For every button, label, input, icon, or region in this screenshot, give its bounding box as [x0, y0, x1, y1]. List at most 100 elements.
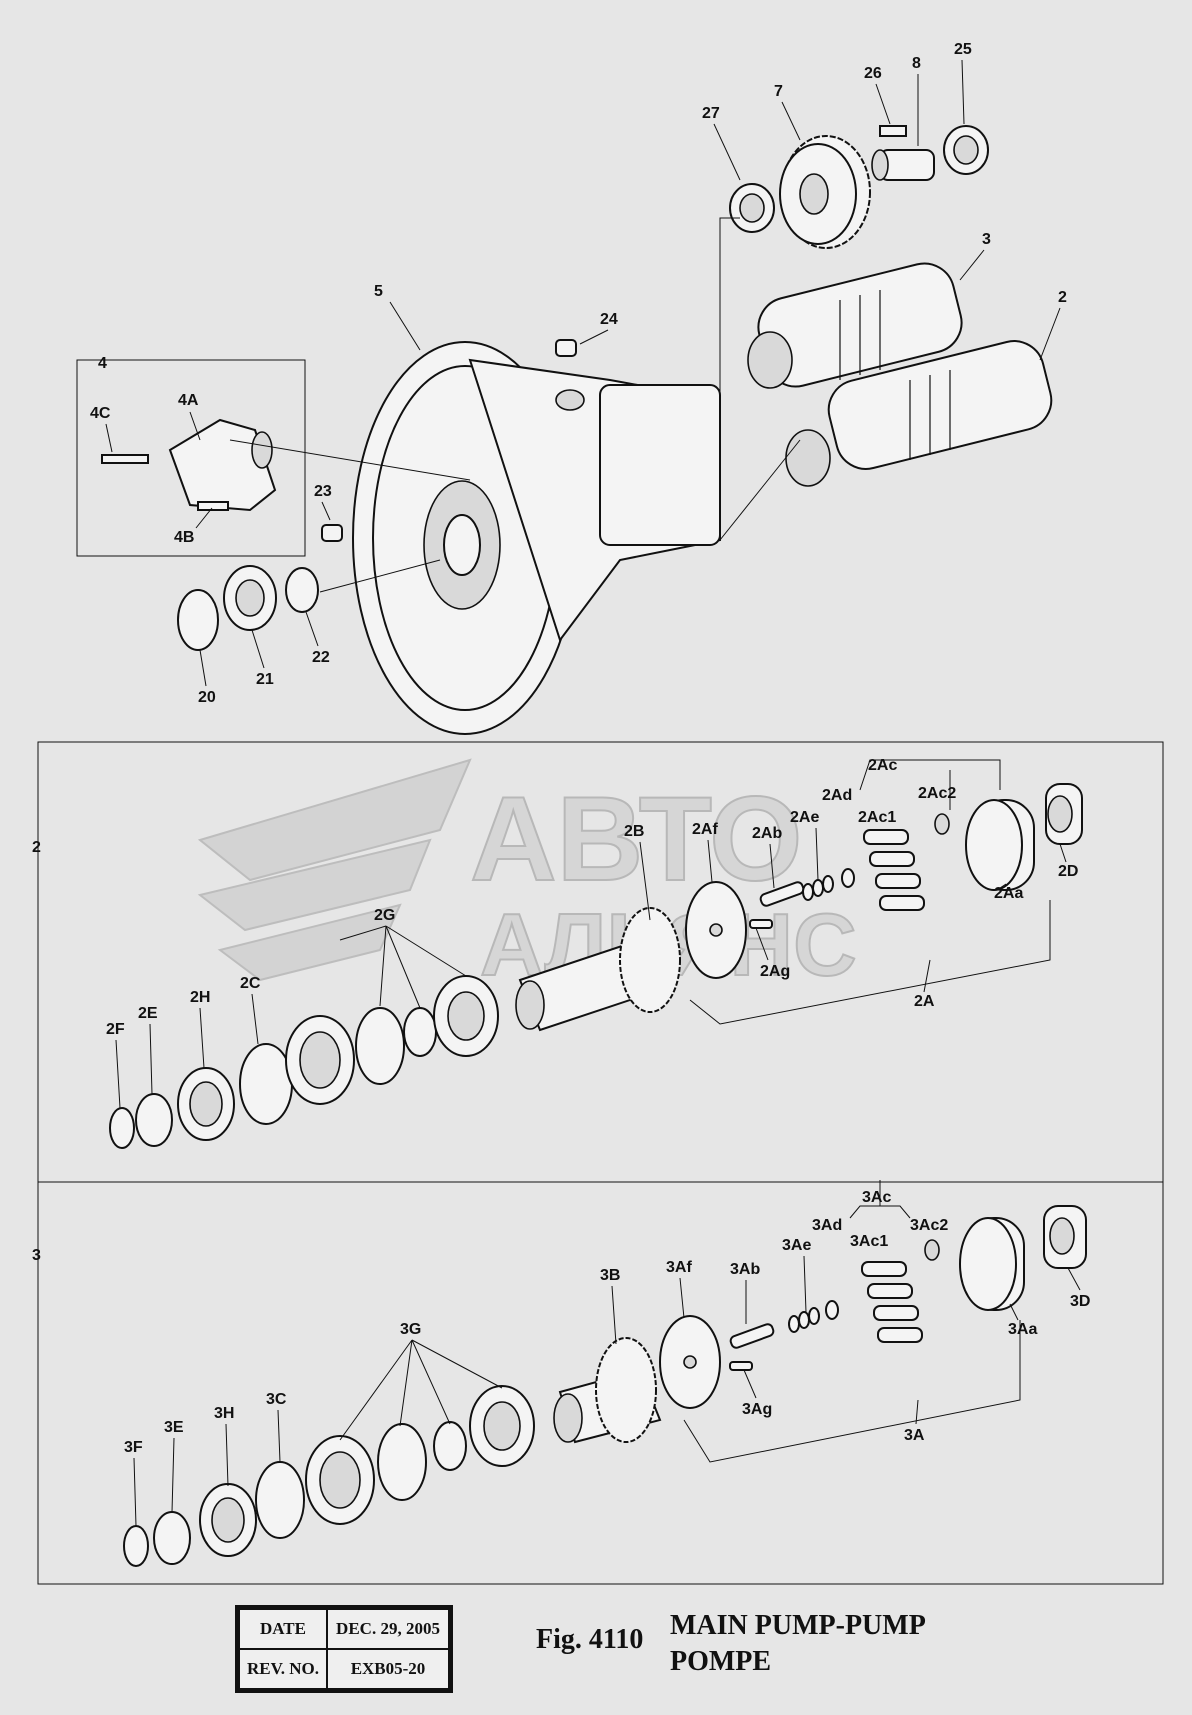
- bearing-3H: [199, 1483, 257, 1557]
- section-2-label: 2: [32, 839, 41, 856]
- watermark-wing-3: [217, 903, 402, 982]
- label-2E: 2E: [138, 1005, 158, 1022]
- label-25: 25: [954, 41, 972, 58]
- label-8: 8: [912, 55, 921, 72]
- label-4: 4: [98, 355, 107, 372]
- label-2G: 2G: [374, 907, 395, 924]
- label-3Af: 3Af: [666, 1259, 692, 1276]
- label-4B: 4B: [174, 529, 194, 546]
- cylinder-block-3Aa: [959, 1217, 1025, 1311]
- label-20: 20: [198, 689, 216, 706]
- rev-label: REV. NO.: [238, 1648, 328, 1690]
- label-21: 21: [256, 671, 274, 688]
- watermark: АВТО АЛЬЯНС: [197, 758, 858, 995]
- bearing-3G-1: [305, 1435, 375, 1525]
- label-2C: 2C: [240, 975, 261, 992]
- ring-3G-2: [377, 1423, 427, 1501]
- watermark-wing-1: [197, 758, 472, 882]
- label-3Ac2: 3Ac2: [910, 1217, 948, 1234]
- ring-3G-3: [433, 1421, 467, 1471]
- label-3C: 3C: [266, 1391, 287, 1408]
- top-assembly: [76, 125, 1053, 735]
- drive-shaft-3B: [553, 1337, 662, 1444]
- pistons-2Ac1: [863, 829, 925, 911]
- shaft-8: [871, 149, 935, 181]
- section-3-frame: [37, 1181, 1164, 1585]
- section-2-labels: 2Ac 2Ad 2Ac2 2B 2Af 2Ae 2Ac1 2Ab 2D 2Aa …: [106, 757, 1078, 1109]
- pin-3Ag: [729, 1361, 753, 1371]
- bearing-25: [943, 125, 989, 175]
- section-3-labels: 3Ac 3Ad 3Ac2 3Ae 3Ac1 3B 3Af 3Ab 3D 3Aa …: [124, 1189, 1090, 1527]
- date-label: DATE: [238, 1608, 328, 1650]
- plug-23: [321, 524, 343, 542]
- label-2Ac2: 2Ac2: [918, 785, 956, 802]
- label-2Ac: 2Ac: [868, 757, 897, 774]
- bolt-4C: [101, 454, 149, 464]
- pistons-3Ac1: [861, 1261, 923, 1343]
- label-22: 22: [312, 649, 330, 666]
- center-pin-2Ab: [759, 881, 805, 907]
- label-3Ac: 3Ac: [862, 1189, 891, 1206]
- label-3Ad: 3Ad: [812, 1217, 842, 1234]
- ring-2G-3: [403, 1007, 437, 1057]
- label-24: 24: [600, 311, 618, 328]
- snap-ring-3F: [123, 1525, 149, 1567]
- info-table: DATE DEC. 29, 2005 REV. NO. EXB05-20: [235, 1605, 453, 1693]
- label-3B: 3B: [600, 1267, 620, 1284]
- center-pin-3Ab: [729, 1323, 775, 1349]
- label-2F: 2F: [106, 1021, 125, 1038]
- bearing-2G-4: [433, 975, 499, 1057]
- ring-2C: [239, 1043, 293, 1125]
- plate-2Af: [685, 881, 747, 979]
- washers-3Ae: [788, 1307, 820, 1333]
- section-3-parts: [123, 1180, 1087, 1567]
- label-3Ab: 3Ab: [730, 1261, 760, 1278]
- bearing-27: [729, 183, 775, 233]
- label-2Ag: 2Ag: [760, 963, 790, 980]
- label-3H: 3H: [214, 1405, 234, 1422]
- snap-ring-2F: [109, 1107, 135, 1149]
- label-2: 2: [1058, 289, 1067, 306]
- label-2Ae: 2Ae: [790, 809, 819, 826]
- watermark-line-1: АВТО: [470, 772, 802, 906]
- label-4A: 4A: [178, 392, 199, 409]
- label-26: 26: [864, 65, 882, 82]
- section-2-parts: [109, 759, 1083, 1149]
- label-2Aa: 2Aa: [994, 885, 1023, 902]
- label-2D: 2D: [1058, 863, 1078, 880]
- plug-24: [555, 339, 577, 357]
- nut-2E: [135, 1093, 173, 1147]
- pin-2Ag: [749, 919, 773, 929]
- label-3D: 3D: [1070, 1293, 1090, 1310]
- cylinder-block-2Aa: [965, 799, 1035, 891]
- label-3Ac1: 3Ac1: [850, 1233, 888, 1250]
- label-2B: 2B: [624, 823, 644, 840]
- label-27: 27: [702, 105, 720, 122]
- label-3: 3: [982, 231, 991, 248]
- ring-3C: [255, 1461, 305, 1539]
- valve-plate-2D: [1045, 783, 1083, 845]
- figure-number: Fig. 4110: [536, 1624, 644, 1655]
- nut-3E: [153, 1511, 191, 1565]
- plate-3Af: [659, 1315, 721, 1409]
- section-3-label: 3: [32, 1247, 41, 1264]
- label-3A: 3A: [904, 1427, 925, 1444]
- figure-title-fr: POMPE: [670, 1646, 772, 1677]
- label-3Ae: 3Ae: [782, 1237, 811, 1254]
- ring-2Ac2: [934, 813, 950, 835]
- spring-3Ad: [825, 1300, 839, 1320]
- spring-2Ad: [841, 868, 855, 888]
- top-labels: 27 7 26 8 25 3 2 5 24 4 4A 4C 4B 23 20 2…: [90, 41, 1067, 706]
- ring-2G-2: [355, 1007, 405, 1085]
- oil-seal-21: [223, 565, 277, 631]
- label-3Ag: 3Ag: [742, 1401, 772, 1418]
- valve-plate-3D: [1043, 1205, 1087, 1269]
- drive-shaft-2B: [515, 907, 681, 1032]
- label-2Ad: 2Ad: [822, 787, 852, 804]
- figure-title: MAIN PUMP-PUMP POMPE: [670, 1608, 926, 1680]
- date-value: DEC. 29, 2005: [326, 1608, 450, 1650]
- rev-value: EXB05-20: [326, 1648, 450, 1690]
- label-3F: 3F: [124, 1439, 143, 1456]
